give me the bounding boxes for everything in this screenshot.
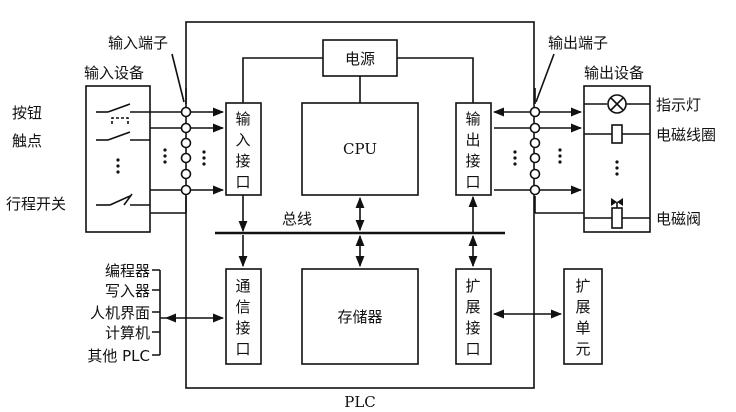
output-indicator-label: 指示灯 — [656, 96, 701, 114]
power-label: 电源 — [345, 50, 375, 68]
peripheral-writer: 写入器 — [105, 282, 150, 300]
output-dots-4 — [558, 148, 562, 152]
input-terminal-pointer — [171, 53, 185, 103]
expansion-interface-char-1: 扩 — [465, 277, 480, 295]
input-contact-label: 触点 — [12, 132, 42, 150]
comm-interface-box — [225, 268, 262, 365]
output-dots-3 — [513, 162, 517, 166]
output-dots-6 — [558, 160, 562, 164]
comm-interface-char-1: 通 — [235, 277, 250, 295]
peripheral-programmer: 编程器 — [105, 262, 150, 280]
input-dots-6 — [163, 160, 167, 164]
expansion-unit-box — [563, 268, 603, 365]
output-dots-1 — [513, 150, 517, 154]
input-terminal-6 — [180, 184, 192, 196]
output-interface-char-4: 口 — [465, 173, 480, 191]
output-coil-label: 电磁线圈 — [656, 126, 716, 144]
peripheral-computer: 计算机 — [105, 324, 150, 342]
expansion-unit-char-1: 扩 — [575, 277, 590, 295]
output-terminal-2 — [529, 122, 541, 134]
limit-switch-icon — [96, 193, 150, 206]
peripheral-other-plc: 其他 PLC — [87, 347, 150, 365]
input-interface-char-1: 输 — [235, 110, 250, 128]
expansion-unit-char-4: 元 — [575, 340, 590, 358]
expansion-interface-char-4: 口 — [465, 340, 480, 358]
input-interface-box — [225, 102, 262, 196]
peripheral-bracket — [152, 269, 166, 356]
input-terminal-5 — [180, 168, 192, 180]
output-interface-box — [455, 102, 492, 196]
output-interface-char-2: 出 — [465, 131, 480, 149]
input-terminal-label: 输入端子 — [108, 34, 168, 52]
output-terminal-1 — [529, 106, 541, 118]
output-dots-2 — [513, 156, 517, 160]
input-terminal-1 — [180, 106, 192, 118]
contact-switch-icon — [96, 131, 150, 141]
output-terminal-label: 输出端子 — [548, 34, 608, 52]
cpu-box — [301, 102, 419, 196]
output-terminal-6 — [529, 184, 541, 196]
input-vertical-dots — [116, 158, 120, 174]
output-device-box — [583, 85, 651, 233]
expansion-interface-char-2: 展 — [465, 298, 480, 316]
comm-interface-char-4: 口 — [235, 340, 250, 358]
peripheral-hmi: 人机界面 — [90, 304, 150, 322]
expansion-unit-char-3: 单 — [575, 319, 590, 337]
plc-label: PLC — [344, 393, 376, 411]
memory-box — [301, 268, 419, 365]
memory-label: 存储器 — [337, 308, 382, 326]
output-terminal-4 — [529, 152, 541, 164]
output-terminal-pointer — [535, 53, 555, 103]
input-dots-1 — [202, 150, 206, 154]
input-terminal-2 — [180, 122, 192, 134]
input-dots-2 — [202, 156, 206, 160]
output-interface-char-1: 输 — [465, 110, 480, 128]
output-terminal-3 — [529, 137, 541, 149]
input-interface-char-4: 口 — [235, 173, 250, 191]
input-interface-char-3: 接 — [235, 152, 250, 170]
output-terminal-5 — [529, 168, 541, 180]
input-button-label: 按钮 — [12, 104, 42, 122]
solenoid-coil-icon — [584, 124, 650, 144]
input-device-label: 输入设备 — [84, 64, 144, 82]
button-switch-icon — [96, 103, 150, 124]
expansion-interface-box — [455, 268, 492, 365]
output-device-label: 输出设备 — [584, 64, 644, 82]
comm-interface-char-3: 接 — [235, 319, 250, 337]
input-limit-switch-label: 行程开关 — [6, 195, 66, 213]
cpu-label: CPU — [343, 140, 377, 158]
input-dots-5 — [163, 154, 167, 158]
expansion-unit-char-2: 展 — [575, 298, 590, 316]
output-interface-char-3: 接 — [465, 152, 480, 170]
input-device-box — [85, 85, 151, 233]
bus-label: 总线 — [282, 210, 312, 228]
indicator-lamp-icon — [584, 94, 650, 114]
input-terminal-3 — [180, 137, 192, 149]
output-valve-label: 电磁阀 — [656, 210, 701, 228]
input-dots-4 — [163, 148, 167, 152]
input-dots-3 — [202, 162, 206, 166]
output-dots-5 — [558, 154, 562, 158]
output-vertical-dots — [615, 160, 619, 176]
power-line-left — [242, 57, 323, 103]
solenoid-valve-icon — [584, 198, 650, 229]
input-interface-char-2: 入 — [235, 131, 250, 149]
input-terminal-4 — [180, 152, 192, 164]
power-line-right — [397, 57, 474, 103]
comm-interface-char-2: 信 — [235, 298, 250, 316]
expansion-interface-char-3: 接 — [465, 319, 480, 337]
